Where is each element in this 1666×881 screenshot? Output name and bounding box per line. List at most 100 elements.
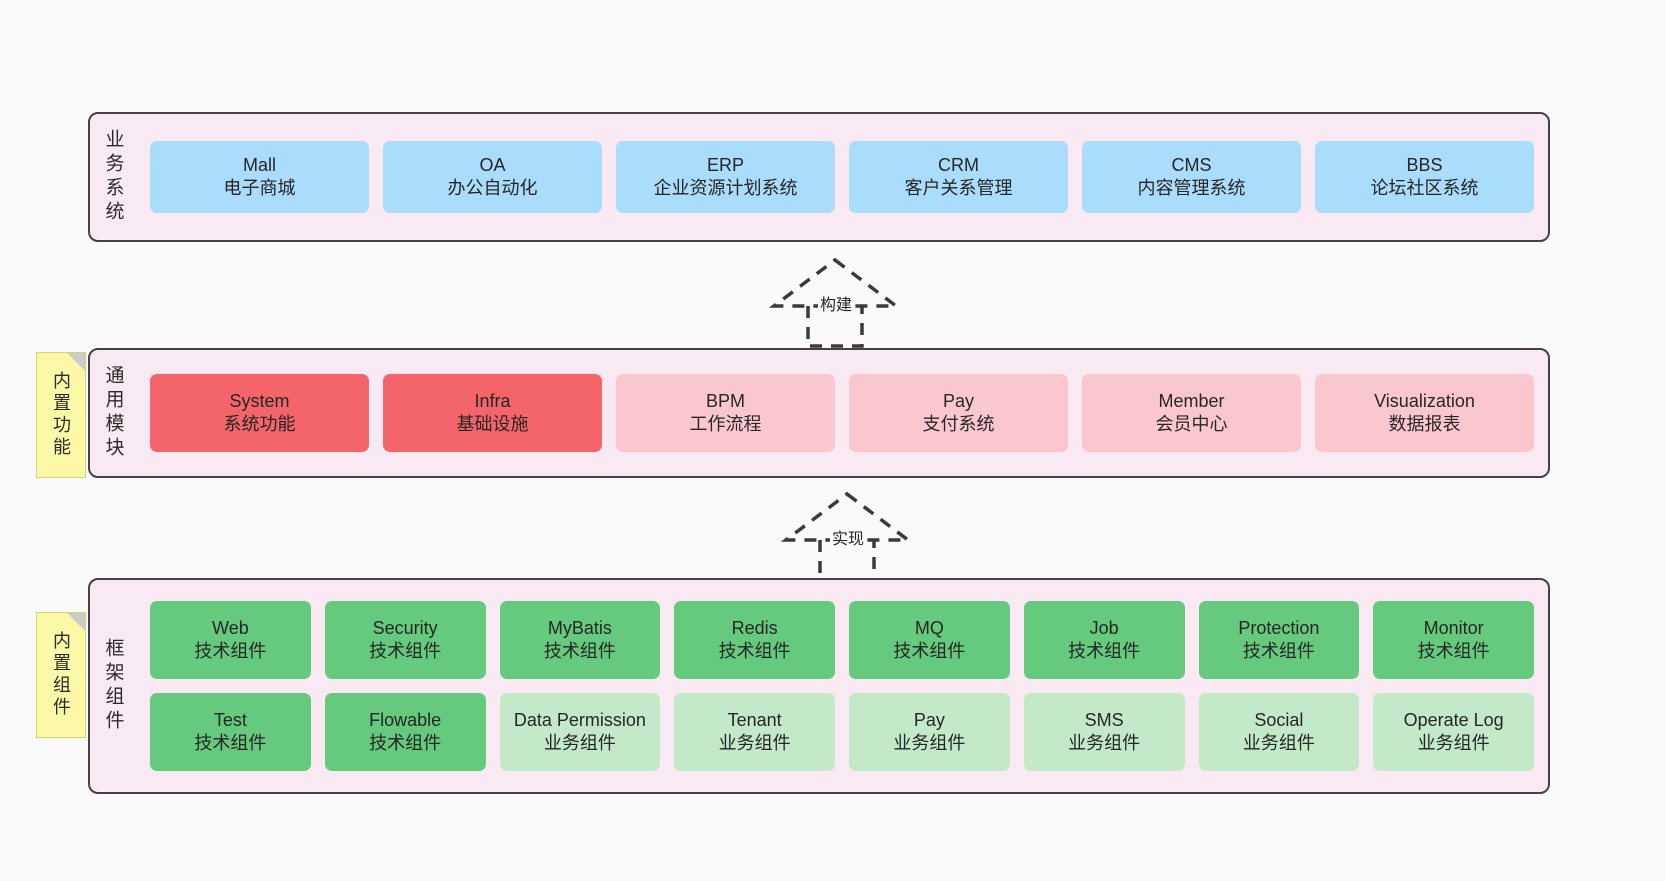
card-subtitle: 业务组件 [1068, 733, 1141, 753]
card-crm[interactable]: CRM 客户关系管理 [849, 141, 1068, 213]
business-card-row: Mall 电子商城 OA 办公自动化 ERP 企业资源计划系统 CRM 客户关系… [150, 141, 1534, 213]
card-subtitle: 办公自动化 [447, 178, 538, 198]
layer-body-common-module: System 系统功能 Infra 基础设施 BPM 工作流程 Pay 支付系统… [136, 350, 1548, 476]
card-title: ERP [706, 154, 744, 175]
card-title: Pay [942, 390, 975, 411]
card-visualization[interactable]: Visualization 数据报表 [1315, 374, 1534, 452]
card-subtitle: 内容管理系统 [1137, 178, 1246, 198]
card-subtitle: 论坛社区系统 [1370, 178, 1479, 198]
card-bpm[interactable]: BPM 工作流程 [616, 374, 835, 452]
card-title: Member [1158, 390, 1225, 411]
card-subtitle: 企业资源计划系统 [653, 178, 798, 198]
common-card-row: System 系统功能 Infra 基础设施 BPM 工作流程 Pay 支付系统… [150, 374, 1534, 452]
card-subtitle: 数据报表 [1388, 414, 1461, 434]
card-title: Mall [242, 154, 276, 175]
card-title: Infra [474, 390, 511, 411]
layer-label-framework-component: 框架组件 [102, 638, 124, 734]
card-redis[interactable]: Redis 技术组件 [674, 601, 835, 679]
card-title: Test [213, 709, 247, 730]
connector-implement-label: 实现 [830, 531, 867, 548]
card-subtitle: 系统功能 [223, 414, 296, 434]
layer-label-common-module: 通用模块 [102, 365, 124, 461]
card-subtitle: 技术组件 [893, 641, 966, 661]
card-title: OA [479, 154, 506, 175]
card-sms[interactable]: SMS 业务组件 [1023, 693, 1185, 771]
card-title: Visualization [1374, 390, 1475, 411]
card-test[interactable]: Test 技术组件 [150, 693, 311, 771]
card-erp[interactable]: ERP 企业资源计划系统 [616, 141, 835, 213]
card-title: BBS [1406, 154, 1443, 175]
card-subtitle: 电子商城 [223, 178, 296, 198]
card-title: MyBatis [547, 617, 612, 638]
card-title: Data Permission [513, 709, 646, 730]
card-tenant[interactable]: Tenant 业务组件 [674, 693, 835, 771]
connector-build: 构建 [760, 257, 910, 348]
card-data-permission[interactable]: Data Permission 业务组件 [499, 693, 661, 771]
card-subtitle: 业务组件 [1417, 733, 1490, 753]
connector-implement: 实现 [772, 491, 922, 582]
card-cms[interactable]: CMS 内容管理系统 [1082, 141, 1301, 213]
card-mybatis[interactable]: MyBatis 技术组件 [499, 601, 661, 679]
connector-build-label: 构建 [818, 297, 855, 314]
card-title: MQ [914, 617, 944, 638]
card-pay-module[interactable]: Pay 支付系统 [849, 374, 1068, 452]
card-subtitle: 技术组件 [369, 733, 442, 753]
card-title: Social [1254, 709, 1304, 730]
card-job[interactable]: Job 技术组件 [1023, 601, 1185, 679]
card-title: Job [1089, 617, 1119, 638]
card-subtitle: 技术组件 [1068, 641, 1141, 661]
card-subtitle: 工作流程 [689, 414, 762, 434]
framework-business-row: Test 技术组件 Flowable 技术组件 Data Permission … [150, 693, 1534, 771]
card-subtitle: 技术组件 [718, 641, 791, 661]
card-pay-component[interactable]: Pay 业务组件 [849, 693, 1010, 771]
card-subtitle: 技术组件 [1242, 641, 1315, 661]
sticky-note-label: 内置功能 [51, 371, 71, 459]
card-subtitle: 技术组件 [194, 641, 267, 661]
card-subtitle: 业务组件 [893, 733, 966, 753]
card-subtitle: 基础设施 [456, 414, 529, 434]
card-security[interactable]: Security 技术组件 [324, 601, 486, 679]
card-subtitle: 客户关系管理 [904, 178, 1013, 198]
card-title: Web [212, 617, 249, 638]
layer-label-business-system: 业务系统 [102, 129, 124, 225]
card-operate-log[interactable]: Operate Log 业务组件 [1373, 693, 1534, 771]
layer-framework-component: 框架组件 Web 技术组件 Security 技术组件 MyBatis 技术组件… [88, 578, 1550, 794]
card-subtitle: 技术组件 [369, 641, 442, 661]
card-title: Tenant [727, 709, 782, 730]
framework-tech-row: Web 技术组件 Security 技术组件 MyBatis 技术组件 Redi… [150, 601, 1534, 679]
sticky-note-label: 内置组件 [51, 631, 71, 719]
card-title: CRM [938, 154, 979, 175]
card-member[interactable]: Member 会员中心 [1082, 374, 1301, 452]
layer-body-framework-component: Web 技术组件 Security 技术组件 MyBatis 技术组件 Redi… [136, 580, 1548, 792]
card-title: Pay [913, 709, 945, 730]
card-title: Flowable [369, 709, 442, 730]
card-title: System [229, 390, 290, 411]
card-subtitle: 技术组件 [194, 733, 267, 753]
layer-body-business-system: Mall 电子商城 OA 办公自动化 ERP 企业资源计划系统 CRM 客户关系… [136, 114, 1548, 240]
card-infra[interactable]: Infra 基础设施 [383, 374, 602, 452]
card-title: Security [372, 617, 438, 638]
card-bbs[interactable]: BBS 论坛社区系统 [1315, 141, 1534, 213]
card-title: Redis [731, 617, 778, 638]
card-title: CMS [1171, 154, 1212, 175]
card-subtitle: 业务组件 [718, 733, 791, 753]
card-mall[interactable]: Mall 电子商城 [150, 141, 369, 213]
sticky-note-builtin-function: 内置功能 [36, 352, 86, 478]
card-flowable[interactable]: Flowable 技术组件 [324, 693, 486, 771]
card-web[interactable]: Web 技术组件 [150, 601, 311, 679]
card-protection[interactable]: Protection 技术组件 [1198, 601, 1360, 679]
card-subtitle: 技术组件 [543, 641, 616, 661]
card-social[interactable]: Social 业务组件 [1198, 693, 1360, 771]
card-subtitle: 支付系统 [922, 414, 995, 434]
card-title: Protection [1238, 617, 1320, 638]
card-title: Operate Log [1403, 709, 1504, 730]
card-subtitle: 业务组件 [1242, 733, 1315, 753]
card-mq[interactable]: MQ 技术组件 [849, 601, 1010, 679]
card-title: Monitor [1423, 617, 1484, 638]
card-monitor[interactable]: Monitor 技术组件 [1373, 601, 1534, 679]
card-system[interactable]: System 系统功能 [150, 374, 369, 452]
layer-common-module: 通用模块 System 系统功能 Infra 基础设施 BPM 工作流程 Pay… [88, 348, 1550, 478]
card-subtitle: 会员中心 [1155, 414, 1228, 434]
card-subtitle: 业务组件 [543, 733, 616, 753]
card-oa[interactable]: OA 办公自动化 [383, 141, 602, 213]
